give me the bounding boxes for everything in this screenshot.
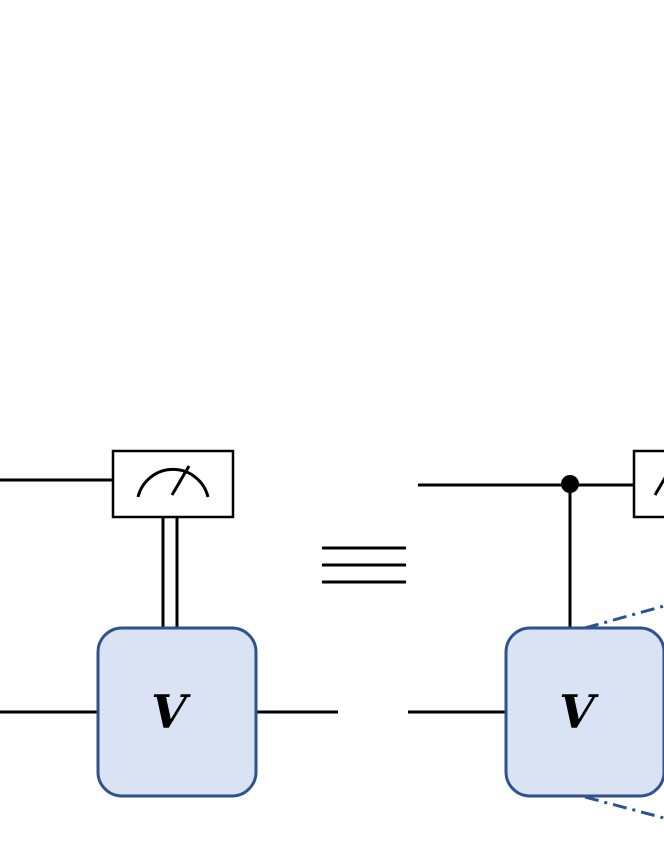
classical-control-double-wire xyxy=(161,517,179,628)
right-v-gate: V xyxy=(504,626,664,798)
zoom-line-top xyxy=(584,604,664,630)
left-gate-box xyxy=(96,626,258,798)
zoom-line-bottom xyxy=(584,795,664,820)
left-circuit: V xyxy=(0,449,338,798)
left-measurement xyxy=(111,449,235,519)
zoom-lines xyxy=(584,604,664,820)
left-meter-box xyxy=(111,449,235,519)
left-gate-label: V xyxy=(151,685,191,739)
right-gate-box xyxy=(504,626,664,798)
left-v-gate: V xyxy=(96,626,258,798)
right-gate-label: V xyxy=(559,685,599,739)
right-measurement xyxy=(632,449,664,519)
meter-icon xyxy=(136,465,210,498)
right-meter-box xyxy=(632,449,664,519)
equivalence-icon xyxy=(322,546,406,584)
right-circuit: V xyxy=(408,449,664,820)
